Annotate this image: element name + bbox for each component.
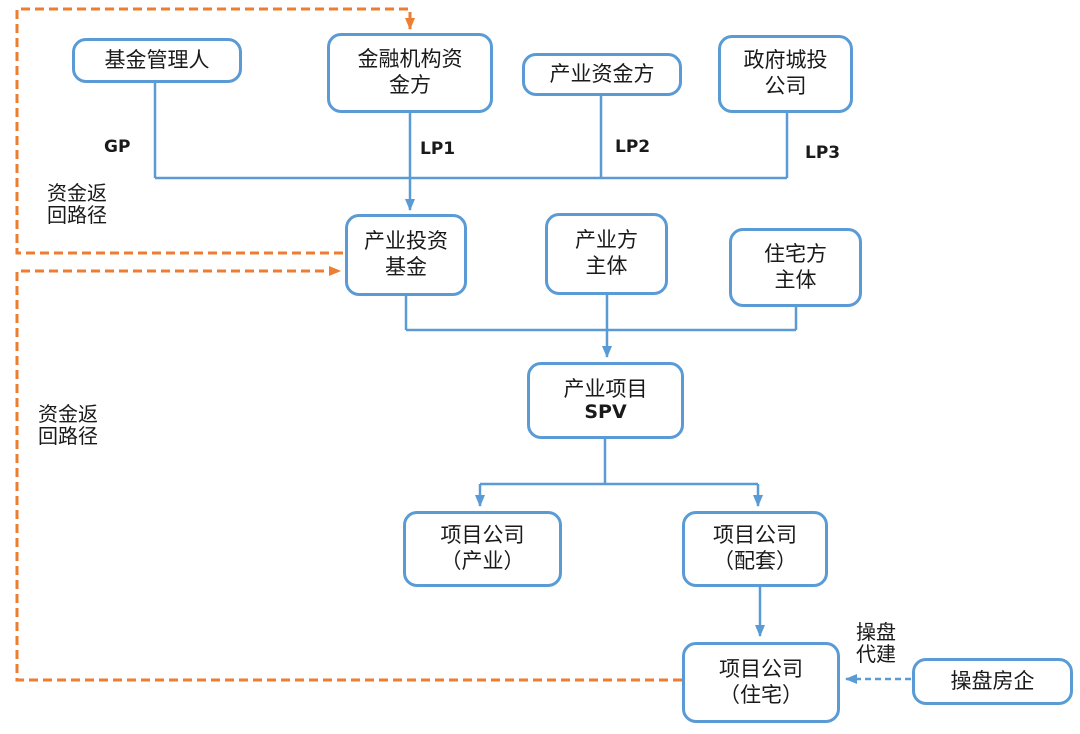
- node-fund-manager: 基金管理人: [72, 38, 242, 83]
- node-government-urban-investment: 政府城投 公司: [718, 35, 853, 113]
- node-project-company-supporting: 项目公司 （配套）: [682, 511, 828, 587]
- node-financial-institution-capital: 金融机构资 金方: [327, 33, 493, 113]
- label-lp1: LP1: [420, 139, 456, 159]
- node-industry-entity: 产业方 主体: [545, 213, 668, 295]
- node-project-company-industry: 项目公司 （产业）: [403, 511, 562, 587]
- label-operate-build: 操盘 代建: [856, 620, 896, 666]
- spv-label-latin: SPV: [584, 401, 627, 424]
- node-industry-investment-fund: 产业投资 基金: [345, 214, 467, 296]
- capital-return-path-top: [15, 7, 415, 255]
- label-gp: GP: [104, 137, 131, 157]
- node-industry-project-spv: 产业项目 SPV: [527, 362, 684, 439]
- label-capital-return-path-bottom: 资金返 回路径: [38, 402, 98, 448]
- node-operating-developer: 操盘房企: [912, 658, 1073, 705]
- node-project-company-residential: 项目公司 （住宅）: [682, 642, 840, 723]
- node-industry-capital: 产业资金方: [522, 53, 682, 96]
- node-residential-entity: 住宅方 主体: [729, 228, 862, 307]
- capital-return-path-bottom: [15, 266, 682, 682]
- spv-label-cn: 产业项目: [563, 376, 648, 401]
- label-lp3: LP3: [805, 143, 841, 163]
- label-lp2: LP2: [615, 137, 651, 157]
- label-capital-return-path-top: 资金返 回路径: [47, 181, 107, 227]
